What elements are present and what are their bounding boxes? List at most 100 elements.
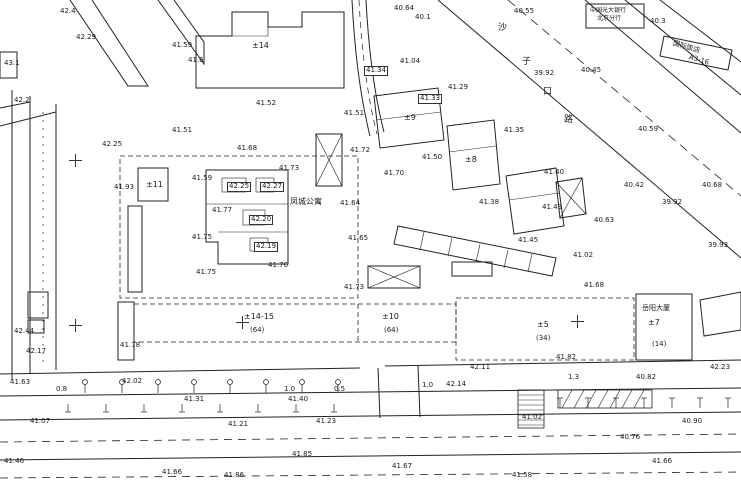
- elevation-label: 41.38: [479, 198, 500, 206]
- retaining-wall: [393, 225, 557, 277]
- road-name-char: 路: [564, 115, 574, 125]
- elevation-label: 41.66: [652, 457, 673, 465]
- pole-symbols: [557, 397, 731, 408]
- elevation-label: 41.59: [192, 174, 213, 182]
- elevation-label: 41.70: [384, 169, 405, 177]
- elevation-label: 41.29: [448, 83, 469, 91]
- elevation-label: 42.11: [470, 363, 491, 371]
- elevation-label: 39.92: [534, 69, 555, 77]
- elevation-label: 41.75: [196, 268, 217, 276]
- elevation-label: 42.23: [710, 363, 731, 371]
- building-outline: [505, 167, 565, 235]
- building-outline: [315, 133, 343, 187]
- elevation-label: 41.93: [114, 183, 135, 191]
- building-name-label: 凤城公寓: [290, 197, 322, 206]
- building-name-label: 岳阳大厦: [642, 304, 670, 312]
- elevation-label: 41.02: [573, 251, 594, 259]
- building-outline: [157, 0, 205, 66]
- bank-label-box: [585, 3, 645, 29]
- building-outline: [195, 11, 345, 89]
- elevation-label: 41.6: [188, 56, 204, 64]
- elevation-label: 41.23: [316, 417, 337, 425]
- elevation-label: 40.63: [594, 216, 615, 224]
- parcel-count-label: (34): [536, 334, 551, 342]
- elevation-label: 41.76: [268, 261, 289, 269]
- elevation-label: 42.25: [227, 182, 252, 192]
- elevation-label: 41.64: [340, 199, 361, 207]
- road-edge: [0, 367, 361, 375]
- elevation-label: 41.40: [288, 395, 309, 403]
- elevation-label: 42.44: [14, 327, 35, 335]
- elevation-label: 1.3: [568, 373, 580, 381]
- building-outline: [699, 291, 741, 337]
- elevation-label: 39.93: [708, 241, 729, 249]
- building-outline: [127, 205, 143, 293]
- building-floors-label: ±11: [146, 180, 163, 189]
- building-floors-label: ±8: [465, 155, 477, 164]
- bank-name-label: 中国光大银行: [590, 7, 627, 14]
- elevation-label: 41.43: [542, 203, 563, 211]
- elevation-label: 41.73: [279, 164, 300, 172]
- elevation-label: 40.3: [650, 17, 666, 25]
- elevation-label: 41.68: [584, 281, 605, 289]
- elevation-label: 40.82: [636, 373, 657, 381]
- road-edge: [351, 0, 371, 137]
- elevation-label: 42.02: [122, 377, 143, 385]
- elevation-label: 41.07: [30, 417, 51, 425]
- crosswalk: [517, 389, 545, 429]
- building-outline: [69, 0, 149, 87]
- elevation-label: 41.85: [292, 450, 313, 458]
- elevation-label: 41.59: [172, 41, 193, 49]
- elevation-label: 40.64: [394, 4, 415, 12]
- grid-cross-icon: [571, 315, 584, 328]
- road-name-char: 沙: [498, 23, 508, 33]
- building-outline: [0, 51, 18, 79]
- elevation-label: 1.0: [422, 381, 434, 389]
- building-floors-label: ±14-15: [244, 312, 274, 321]
- road-centerline: [0, 433, 741, 443]
- elevation-label: 0.5: [334, 385, 346, 393]
- elevation-label: 41.40: [544, 168, 565, 176]
- road-name-char: 子: [522, 57, 532, 67]
- elevation-label: 41.21: [228, 420, 249, 428]
- building-floors-label: ±5: [537, 320, 549, 329]
- elevation-label: 41.82: [556, 353, 577, 361]
- elevation-label: 41.46: [4, 457, 25, 465]
- parcel-boundary: [119, 155, 359, 299]
- tree-symbols: [82, 379, 341, 393]
- grid-cross-icon: [69, 154, 82, 167]
- elevation-label: 41.75: [192, 233, 213, 241]
- elevation-label: 41.77: [212, 206, 233, 214]
- elevation-label: 41.45: [518, 236, 539, 244]
- grid-cross-icon: [236, 316, 249, 329]
- building-outline: [446, 119, 501, 191]
- road-edge: [437, 0, 741, 259]
- elevation-label: 43.1: [4, 59, 20, 67]
- elevation-label: 40.42: [624, 181, 645, 189]
- building-outline: [205, 169, 289, 265]
- elevation-label: 39.92: [662, 198, 683, 206]
- pole-symbols: [65, 404, 337, 413]
- parcel-count-label: (64): [250, 326, 265, 334]
- road-edge: [659, 0, 741, 63]
- elevation-label: 41.04: [400, 57, 421, 65]
- elevation-label: 42.19: [254, 242, 279, 252]
- elevation-label: 42.17: [26, 347, 47, 355]
- elevation-label: 41.35: [504, 126, 525, 134]
- elevation-label: 41.65: [348, 234, 369, 242]
- elevation-label: 41.58: [512, 471, 533, 479]
- elevation-label: 41.73: [344, 283, 365, 291]
- road-centerline: [0, 471, 741, 479]
- elevation-label: 40.55: [514, 7, 535, 15]
- elevation-label: 41.34: [364, 66, 389, 76]
- elevation-label: 40.90: [682, 417, 703, 425]
- crosswalk: [557, 389, 653, 409]
- building-outline: [27, 291, 49, 319]
- building-outline: [137, 167, 169, 202]
- elevation-label: 42.27: [260, 182, 285, 192]
- elevation-label: 41.02: [522, 413, 543, 421]
- building-outline: [659, 35, 733, 71]
- grid-cross-icon: [69, 319, 82, 332]
- building-outline: [27, 319, 45, 334]
